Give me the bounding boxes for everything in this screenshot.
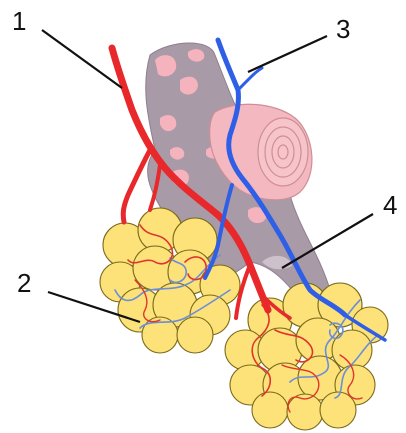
alveolus bbox=[252, 392, 288, 428]
arteriole-branch bbox=[123, 150, 150, 222]
leader-1 bbox=[42, 30, 122, 88]
label-3: 3 bbox=[336, 14, 350, 44]
alveolar-sac-right bbox=[225, 283, 388, 430]
label-2: 2 bbox=[17, 268, 31, 298]
leader-3 bbox=[248, 36, 327, 72]
label-4: 4 bbox=[383, 190, 397, 220]
label-1: 1 bbox=[12, 6, 26, 36]
alveolus bbox=[320, 392, 356, 428]
alveolus bbox=[177, 317, 213, 353]
